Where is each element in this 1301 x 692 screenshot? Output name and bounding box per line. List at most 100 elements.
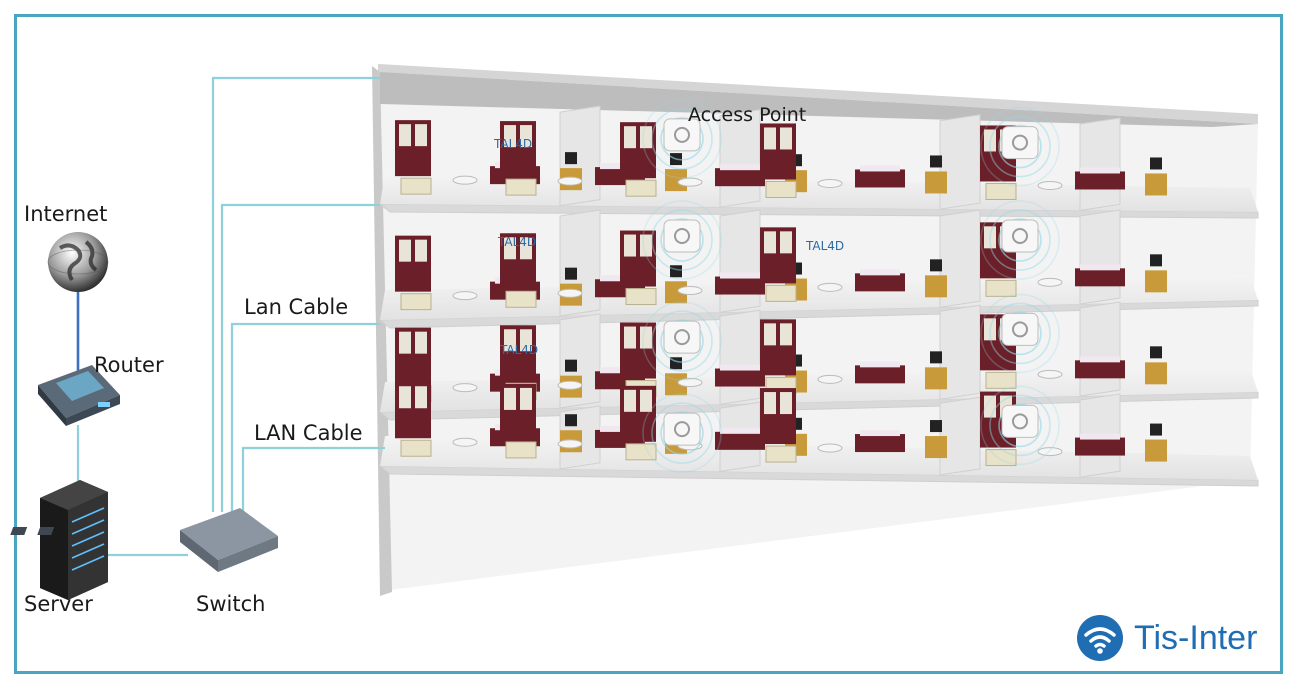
- cable-floor-2: [220, 203, 380, 512]
- armchair-f2-r5: [985, 279, 1017, 297]
- tv-f3-r5: [1150, 346, 1162, 359]
- cabinet-f2-r2: [665, 281, 687, 304]
- router-icon: [38, 365, 120, 426]
- table-f4-r5: [1037, 447, 1063, 457]
- partition-f1-4: [1079, 117, 1121, 211]
- bed-f3-r4: [855, 365, 905, 384]
- tv-f1-r5: [1150, 157, 1162, 170]
- table-f2-r5: [1037, 277, 1063, 287]
- bed-f2-r4: [855, 273, 905, 292]
- access-point-f3-1: [663, 320, 701, 354]
- room-sign-3: TAL4D: [805, 239, 844, 253]
- switch-label: Switch: [196, 592, 266, 616]
- tv-f1-r4: [930, 155, 942, 168]
- cabinet-f2-r4: [925, 275, 947, 298]
- armchair-f1-r5: [985, 182, 1017, 200]
- armchair-f1-r2: [505, 178, 537, 196]
- table-f1-r3: [677, 177, 703, 187]
- table-f1-r1: [452, 175, 478, 185]
- armchair-f1-r3: [625, 179, 657, 197]
- access-point-f4-2: [1001, 404, 1039, 438]
- router-label: Router: [94, 353, 164, 377]
- tv-f4-r5: [1150, 423, 1162, 436]
- tv-f2-r2: [670, 265, 682, 278]
- cabinet-f1-r4: [925, 171, 947, 194]
- tv-f2-r1: [565, 267, 577, 280]
- bed-f2-r5: [1075, 268, 1125, 287]
- table-f2-r1: [452, 291, 478, 301]
- cable-floor-4: [241, 446, 385, 512]
- diagram-frame: [14, 14, 1283, 674]
- armchair-f3-r5: [985, 371, 1017, 389]
- access-point-f2-1: [663, 219, 701, 253]
- floor-slab-4: [378, 465, 1259, 487]
- armchair-f4-r5: [985, 449, 1017, 467]
- bed-f4-r5: [1075, 437, 1125, 456]
- switch-icon: [10, 508, 278, 572]
- bed-f3-r3: [715, 368, 765, 387]
- tv-f2-r5: [1150, 254, 1162, 267]
- cabinet-f2-r5: [1145, 270, 1167, 293]
- armchair-f4-r3: [625, 443, 657, 461]
- cabinet-f1-r2: [665, 169, 687, 192]
- tv-f4-r1: [565, 414, 577, 427]
- armchair-f2-r3: [625, 288, 657, 306]
- lan-cable-label-upper: Lan Cable: [244, 295, 349, 319]
- cabinet-f4-r4: [925, 436, 947, 459]
- bed-f4-r3: [715, 431, 765, 450]
- brand: Tis-Inter: [1076, 614, 1257, 662]
- table-f1-r5: [1037, 180, 1063, 190]
- ceiling: [380, 72, 1258, 127]
- cabinet-f3-r2: [665, 373, 687, 396]
- table-f4-r2: [557, 439, 583, 449]
- tv-f4-r4: [930, 420, 942, 433]
- access-point-f3-2: [1001, 312, 1039, 346]
- table-f3-r3: [677, 378, 703, 388]
- partition-f1-3: [939, 114, 981, 210]
- armchair-f4-r2: [505, 441, 537, 459]
- access-point-f2-2: [1001, 219, 1039, 253]
- bed-f1-r5: [1075, 171, 1125, 190]
- bed-f4-r4: [855, 434, 905, 453]
- tv-f2-r4: [930, 259, 942, 272]
- lan-cable-label-lower: LAN Cable: [254, 421, 363, 445]
- access-point-f1-1: [663, 118, 701, 152]
- partition-f2-4: [1079, 209, 1121, 305]
- armchair-f2-r2: [505, 290, 537, 308]
- table-f2-r4: [817, 282, 843, 292]
- room-sign-2: TAL4D: [497, 235, 536, 249]
- armchair-f1-r1: [400, 177, 432, 195]
- table-f1-r2: [557, 176, 583, 186]
- server-label: Server: [24, 592, 93, 616]
- armchair-f2-r1: [400, 293, 432, 311]
- access-point-label: Access Point: [688, 104, 807, 126]
- table-f4-r4: [817, 443, 843, 453]
- armchair-f2-r4: [765, 284, 797, 302]
- partition-f3-4: [1079, 301, 1121, 397]
- table-f2-r3: [677, 286, 703, 296]
- table-f1-r4: [817, 178, 843, 188]
- internet-globe-icon: [47, 232, 109, 292]
- table-f3-r1: [452, 383, 478, 393]
- wifi-logo-icon: [1077, 615, 1123, 661]
- partition-f2-2: [719, 209, 761, 313]
- bed-f2-r3: [715, 276, 765, 295]
- table-f4-r1: [452, 437, 478, 447]
- cable-floor-1: [211, 76, 380, 512]
- table-f3-r4: [817, 374, 843, 384]
- table-f3-r5: [1037, 369, 1063, 379]
- tv-f1-r1: [565, 152, 577, 165]
- brand-name: Tis-Inter: [1134, 618, 1258, 657]
- server-icon: [40, 480, 108, 600]
- access-point-f1-2: [1001, 126, 1039, 160]
- tv-f3-r1: [565, 359, 577, 372]
- cables: [76, 76, 385, 557]
- roof-slab: [378, 64, 1258, 124]
- cabinet-f3-r4: [925, 367, 947, 390]
- cabinet-f4-r5: [1145, 439, 1167, 462]
- cabinet-f3-r5: [1145, 362, 1167, 385]
- access-point-f4-1: [663, 412, 701, 446]
- bed-f1-r3: [715, 168, 765, 187]
